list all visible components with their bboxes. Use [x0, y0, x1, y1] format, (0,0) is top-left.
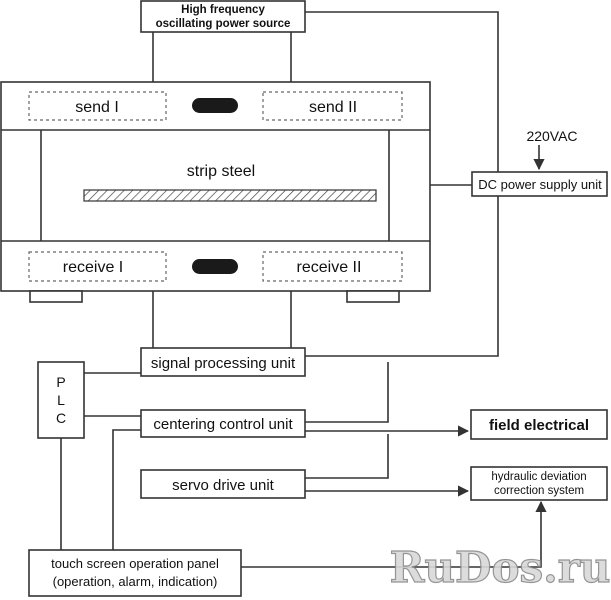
plc-letter-l: L — [57, 392, 65, 408]
frame-foot-right — [346, 290, 400, 303]
voltage-label: 220VAC — [526, 128, 577, 144]
field-electrical-label: field electrical — [489, 417, 589, 434]
receive-2-label: receive II — [297, 259, 362, 276]
frame-foot-left — [29, 290, 83, 303]
servo-feedback-link — [305, 434, 389, 479]
plc-unit: P L C — [37, 361, 85, 439]
detector-frame: send I send II strip steel receive I rec… — [0, 81, 431, 303]
panel-label-line1: touch screen operation panel — [51, 556, 219, 571]
receive-1-zone — [28, 251, 167, 282]
send-sensor-icon — [192, 98, 238, 113]
field-electrical: field electrical — [470, 409, 608, 440]
hf-power-source: High frequency oscillating power source — [140, 0, 306, 33]
send-1-zone — [28, 91, 167, 121]
servo-unit-label: servo drive unit — [172, 477, 275, 494]
connectors — [60, 11, 547, 568]
receive-1-label: receive I — [63, 259, 123, 276]
panel-label-line2: (operation, alarm, indication) — [53, 574, 218, 589]
send-1-label: send I — [75, 99, 119, 116]
hf-label-line2: oscillating power source — [156, 18, 291, 30]
send-2-label: send II — [309, 99, 357, 116]
centering-to-servo-link — [305, 362, 389, 423]
plc-letter-c: C — [56, 410, 66, 426]
dc-power-label: DC power supply unit — [478, 177, 602, 192]
dc-to-signal-unit — [305, 196, 499, 357]
frame-outline — [0, 81, 431, 292]
dc-power-supply: DC power supply unit — [471, 171, 608, 197]
strip-steel-bar — [83, 189, 377, 202]
strip-steel-label: strip steel — [187, 163, 255, 180]
panel-to-centering — [112, 429, 141, 550]
hydraulic-label-line1: hydraulic deviation — [491, 471, 586, 483]
hf-label-line1: High frequency — [181, 4, 265, 16]
panel-to-hydraulic — [241, 500, 547, 568]
receive-sensor-icon — [192, 259, 238, 274]
hf-to-dc-power — [305, 11, 499, 172]
signal-processing-unit: signal processing unit — [140, 347, 306, 377]
watermark: RuDos.ru — [390, 543, 611, 592]
hydraulic-label-line2: correction system — [494, 485, 584, 497]
hydraulic-correction-system: hydraulic deviation correction system — [470, 466, 608, 501]
centering-control-unit: centering control unit — [140, 409, 306, 438]
plc-letter-p: P — [56, 374, 65, 390]
centering-unit-label: centering control unit — [153, 416, 293, 433]
signal-unit-label: signal processing unit — [151, 355, 296, 372]
servo-drive-unit: servo drive unit — [140, 469, 306, 499]
touch-screen-panel: touch screen operation panel (operation,… — [28, 549, 242, 597]
send-2-zone — [262, 91, 403, 121]
